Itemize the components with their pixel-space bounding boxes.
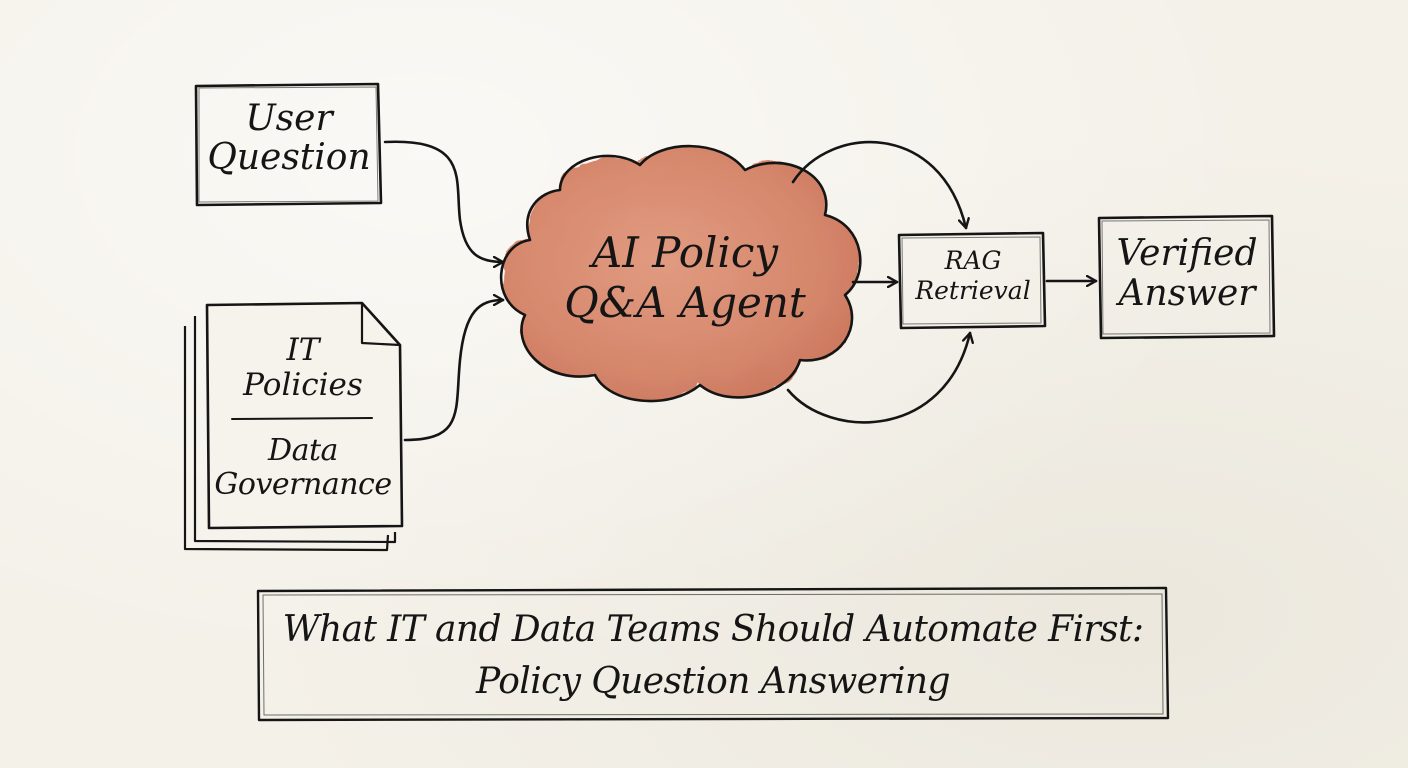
it-line: IT bbox=[286, 332, 320, 368]
answer-line1: Verified bbox=[1116, 233, 1258, 274]
user-question-label: User Question bbox=[198, 98, 380, 178]
it-policies-label: IT Policies bbox=[214, 333, 392, 402]
user-question-line2: Question bbox=[207, 136, 371, 178]
caption-text: What IT and Data Teams Should Automate F… bbox=[262, 604, 1164, 708]
verified-answer-box bbox=[1097, 214, 1276, 340]
policy-document-stack bbox=[183, 301, 404, 552]
arrow-policies-to-agent bbox=[403, 300, 505, 442]
document-divider bbox=[231, 417, 373, 420]
data-line: Data bbox=[268, 433, 338, 468]
user-question-line1: User bbox=[245, 98, 333, 139]
rag-retrieval-label: RAG Retrieval bbox=[901, 246, 1045, 306]
caption-line2: Policy Question Answering bbox=[476, 661, 951, 703]
rag-line1: RAG bbox=[944, 246, 1002, 275]
agent-line2: Q&A Agent bbox=[564, 278, 806, 328]
caption-line1: What IT and Data Teams Should Automate F… bbox=[282, 609, 1144, 650]
arrow-question-to-agent bbox=[383, 140, 505, 262]
rag-line2: Retrieval bbox=[915, 276, 1031, 305]
agent-label: AI Policy Q&A Agent bbox=[535, 228, 835, 329]
verified-answer-label: Verified Answer bbox=[1101, 234, 1273, 313]
caption-frame bbox=[256, 586, 1170, 722]
arrow-loop-top bbox=[791, 140, 966, 230]
data-governance-label: Data Governance bbox=[212, 434, 394, 501]
answer-line2: Answer bbox=[1118, 272, 1256, 314]
policies-line: Policies bbox=[243, 366, 363, 403]
agent-cloud bbox=[499, 144, 862, 403]
user-question-box bbox=[194, 82, 383, 207]
governance-line: Governance bbox=[214, 466, 392, 502]
agent-line1: AI Policy bbox=[591, 228, 779, 277]
rag-retrieval-box bbox=[897, 231, 1047, 330]
arrow-loop-bottom bbox=[786, 331, 970, 424]
